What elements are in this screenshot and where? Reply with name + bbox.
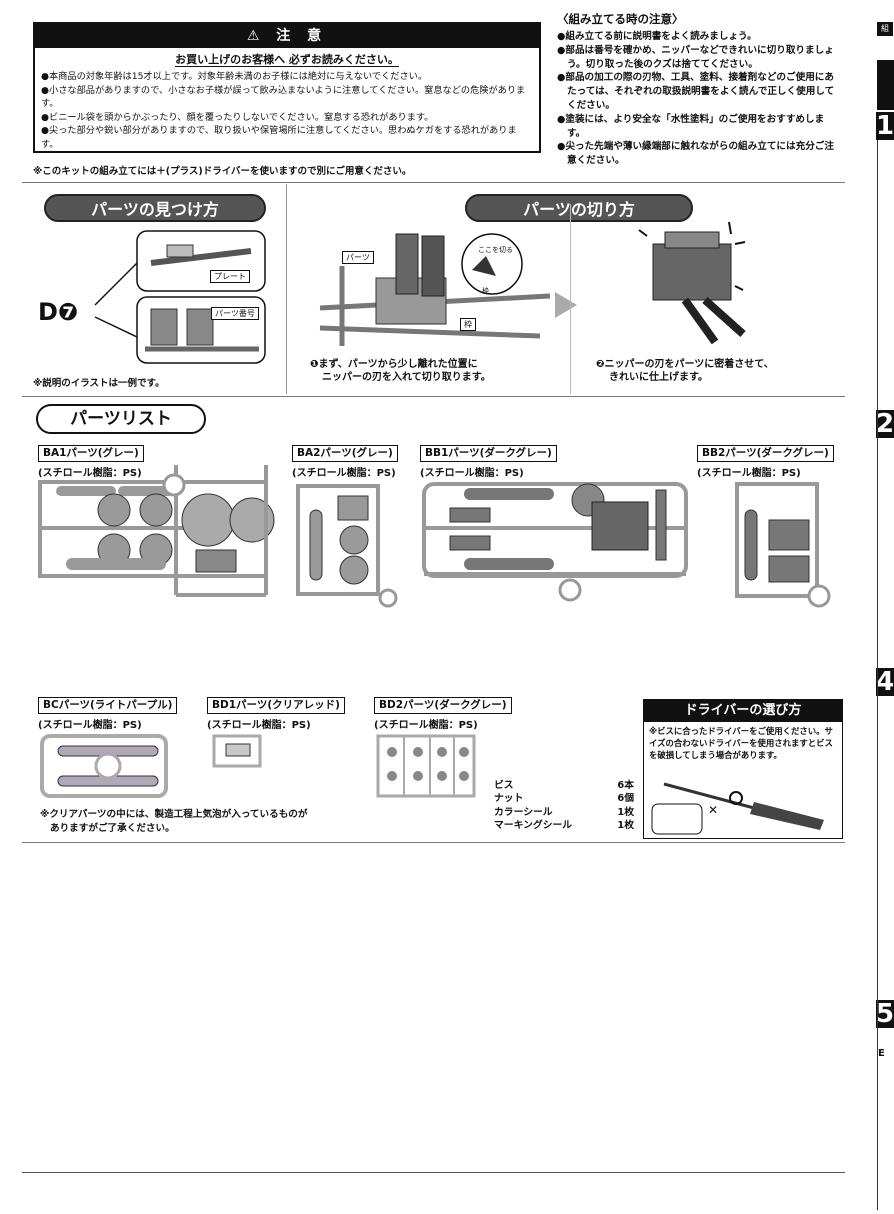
cut-here-callout: ここを切る [478, 246, 513, 254]
edge-step-number: 5 [876, 999, 894, 1029]
assembly-note-item: 部品は番号を確かめ、ニッパーなどできれいに切り取りましょう。切り取った後のクズは… [557, 44, 839, 72]
runner-bd1 [212, 734, 262, 768]
assembly-note-item: 部品の加工の際の刃物、工具、塗料、接着剤などのご使用にあたっては、それぞれの取扱… [557, 71, 839, 112]
edge-top-label: 組 [877, 22, 893, 36]
cut-parts-title: パーツの切り方 [465, 194, 693, 222]
find-parts-title: パーツの見つけ方 [44, 194, 266, 222]
caution-box: ⚠ 注 意 お買い上げのお客様へ 必ずお読みください。 本商品の対象年齢は15才… [33, 22, 541, 153]
arrow-icon [555, 292, 577, 318]
runner-material-bb1: (スチロール樹脂：PS) [420, 468, 524, 479]
assembly-note-item: 塗装には、より安全な「水性塗料」のご使用をおすすめします。 [557, 113, 839, 141]
svg-text:✕: ✕ [708, 803, 718, 817]
runner-ba1 [38, 480, 275, 578]
runner-material-bc: (スチロール樹脂：PS) [38, 720, 142, 731]
vertical-divider [286, 184, 287, 394]
runner-label-bd2: BD2パーツ(ダークグレー) [374, 697, 512, 714]
edge-bottom-label: E [878, 1048, 885, 1059]
edge-header-block [877, 60, 894, 110]
cut-step-2-text: ❷ニッパーの刃をパーツに密着させて、 きれいに仕上げます。 [596, 359, 774, 383]
kit-note: ※このキットの組み立てには＋(プラス)ドライバーを使いますので別にご用意ください… [33, 166, 412, 177]
example-part-id: D❼ [38, 298, 79, 326]
runner-material-bd2: (スチロール樹脂：PS) [374, 720, 478, 731]
runner-bd2 [376, 734, 476, 798]
runner-ba2 [296, 484, 398, 608]
caution-list: 本商品の対象年齢は15才以上です。対象年齢未満のお子様には絶対に与えないでくださ… [35, 67, 539, 151]
runner-bb2 [735, 482, 831, 608]
runner-label-bb2: BB2パーツ(ダークグレー) [697, 445, 834, 462]
cut-step-1-text: ❶まず、パーツから少し離れた位置に ニッパーの刃を入れて切り取ります。 [310, 359, 491, 383]
assembly-notes-list: 組み立てる前に説明書をよく読みましょう。 部品は番号を確かめ、ニッパーなどできれ… [557, 30, 839, 168]
frame-label: 枠 [460, 318, 476, 331]
runner-bc [40, 734, 168, 798]
clear-parts-note: ※クリアパーツの中には、製造工程上気泡が入っているものが ありますがご了承くださ… [40, 809, 308, 834]
runner-label-bd1: BD1パーツ(クリアレッド) [207, 697, 345, 714]
runner-bb1-lower [424, 572, 686, 602]
part-number-label: パーツ番号 [211, 307, 259, 320]
next-page-edge: 組 1 2 4 5 E [874, 0, 894, 1214]
runner-bb1 [422, 482, 688, 578]
screwdriver-icon: ✕ [651, 782, 824, 835]
cut-step-1-illustration [319, 233, 551, 346]
section-divider [22, 842, 845, 843]
runner-material-bb2: (スチロール樹脂：PS) [697, 468, 801, 479]
driver-text: ※ビスに合ったドライバーをご使用ください。サイズの合わないドライバーを使用されま… [649, 726, 833, 760]
runner-label-ba1: BA1パーツ(グレー) [38, 445, 144, 462]
driver-title: ドライバーの選び方 [644, 700, 842, 722]
caution-item: ビニール袋を頭からかぶったり、顔を覆ったりしないでください。窒息する恐れがありま… [41, 111, 533, 125]
caution-item: 尖った部分や鋭い部分がありますので、取り扱いや保管場所に注意してください。思わぬ… [41, 124, 533, 151]
edge-step-number: 1 [876, 111, 894, 141]
runner-label-bc: BCパーツ(ライトパープル) [38, 697, 178, 714]
caution-title: ⚠ 注 意 [35, 24, 539, 48]
edge-step-number: 4 [876, 667, 894, 697]
edge-step-number: 2 [876, 409, 894, 439]
driver-box: ドライバーの選び方 ※ビスに合ったドライバーをご使用ください。サイズの合わないド… [643, 699, 843, 839]
illustration-note: ※説明のイラストは一例です。 [33, 378, 165, 389]
vertical-divider [570, 204, 571, 394]
assembly-note-item: 尖った先端や薄い縁端部に触れながらの組み立てには充分ご注意ください。 [557, 140, 839, 168]
runner-ba1-lower [162, 465, 268, 597]
footer-divider [22, 1172, 845, 1173]
assembly-notes-title: 〈組み立てる時の注意〉 [557, 12, 684, 26]
section-divider [22, 182, 845, 183]
assembly-note-item: 組み立てる前に説明書をよく読みましょう。 [557, 30, 839, 44]
runner-label-ba2: BA2パーツ(グレー) [292, 445, 398, 462]
section-divider [22, 396, 845, 397]
runner-label-bb1: BB1パーツ(ダークグレー) [420, 445, 557, 462]
frame-callout: 枠 [482, 287, 489, 295]
runner-material-ba2: (スチロール樹脂：PS) [292, 468, 396, 479]
parts-callout: パーツ [342, 251, 374, 264]
runner-material-bd1: (スチロール樹脂：PS) [207, 720, 311, 731]
runner-material-ba1: (スチロール樹脂：PS) [38, 468, 142, 479]
edge-divider [877, 140, 878, 1210]
caution-item: 本商品の対象年齢は15才以上です。対象年齢未満のお子様には絶対に与えないでくださ… [41, 70, 533, 84]
parts-list-title: パーツリスト [36, 404, 206, 434]
caution-subtitle: お買い上げのお客様へ 必ずお読みください。 [175, 53, 399, 67]
cut-step-2-illustration [638, 221, 746, 344]
caution-item: 小さな部品がありますので、小さなお子様が誤って飲み込まないように注意してください… [41, 84, 533, 111]
plate-label: プレート [210, 270, 250, 283]
